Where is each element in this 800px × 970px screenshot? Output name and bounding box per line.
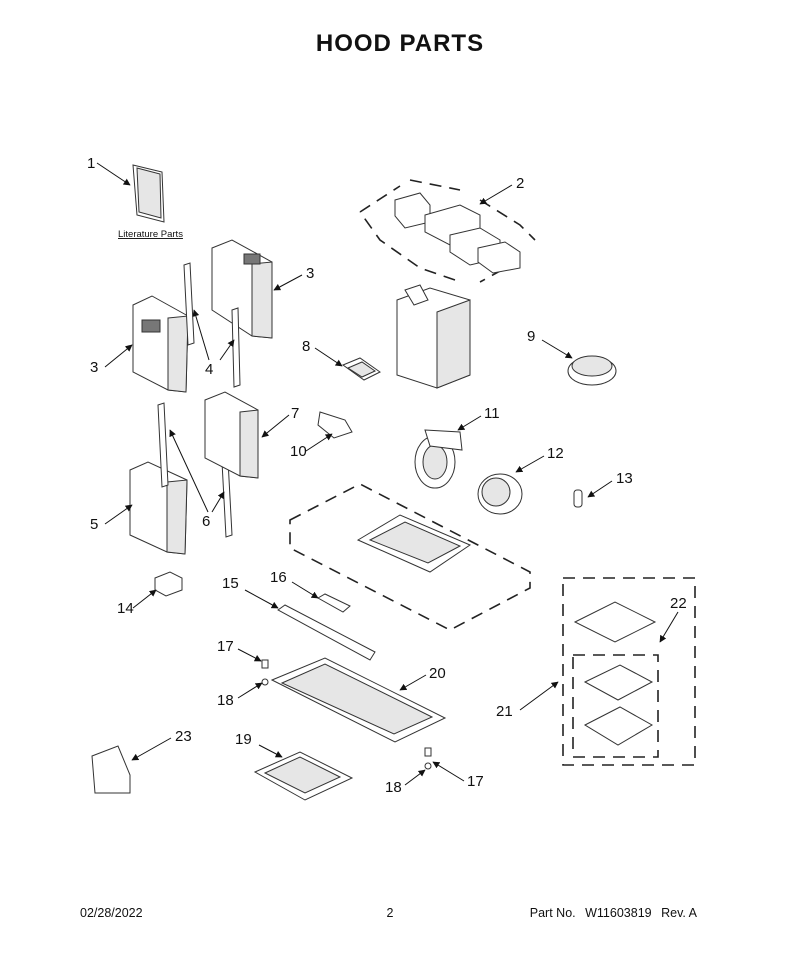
- front-rail: [277, 604, 376, 661]
- lower-brackets: [157, 402, 233, 538]
- callout-3b: 3: [90, 359, 98, 376]
- revision: Rev. A: [661, 906, 697, 920]
- callout-2: 2: [516, 175, 524, 192]
- callout-17b: 17: [467, 773, 484, 790]
- callout-1: 1: [87, 155, 95, 172]
- control-board: [341, 357, 381, 381]
- callout-19: 19: [235, 731, 252, 748]
- duct-adapters: [359, 179, 536, 283]
- callout-14: 14: [117, 600, 134, 617]
- page-title: HOOD PARTS: [315, 30, 485, 57]
- footer-part-info: Part No. W11603819 Rev. A: [524, 906, 697, 920]
- callout-9: 9: [527, 328, 535, 345]
- mid-duct-cover: [204, 391, 259, 479]
- upper-brackets: [183, 262, 241, 388]
- callout-6: 6: [202, 513, 210, 530]
- callout-22: 22: [670, 595, 687, 612]
- callout-18b: 18: [385, 779, 402, 796]
- callout-20: 20: [429, 665, 446, 682]
- hood-body: [289, 483, 531, 631]
- callout-4: 4: [205, 361, 213, 378]
- callout-7: 7: [291, 405, 299, 422]
- fasteners: [261, 659, 432, 770]
- grease-filter: [253, 751, 354, 801]
- callout-13: 13: [616, 470, 633, 487]
- callout-12: 12: [547, 445, 564, 462]
- callout-labels: 1 2 3 3 4 5 6 7 8 9 10 11 12 13 14 15 16…: [87, 155, 687, 796]
- damper: [567, 355, 617, 386]
- callout-11: 11: [484, 405, 500, 422]
- light-strip: [316, 593, 351, 613]
- leader-lines: [96, 162, 679, 786]
- blower-housing: [396, 284, 471, 389]
- literature-parts: Literature Parts: [118, 164, 183, 240]
- callout-3a: 3: [306, 265, 314, 282]
- light-lens: [317, 411, 353, 439]
- callout-15: 15: [222, 575, 239, 592]
- blower-motor: [414, 429, 463, 489]
- footer-page: 2: [386, 906, 394, 920]
- part-label: Part No.: [529, 906, 576, 920]
- callout-17a: 17: [217, 638, 234, 655]
- footer-date: 02/28/2022: [80, 906, 143, 920]
- blower-wheel: [477, 473, 523, 515]
- callout-18a: 18: [217, 692, 234, 709]
- callout-8: 8: [302, 338, 310, 355]
- lower-duct-cover: [129, 461, 188, 555]
- callout-21: 21: [496, 703, 513, 720]
- literature-label: Literature Parts: [118, 229, 183, 240]
- callout-23: 23: [175, 728, 192, 745]
- install-kit: [91, 745, 131, 794]
- light-switch: [154, 571, 183, 597]
- capacitor: [573, 489, 583, 508]
- callout-16: 16: [270, 569, 287, 586]
- part-number: W11603819: [585, 906, 652, 920]
- recirculation-kit: [562, 577, 696, 766]
- filter-panel: [270, 657, 447, 743]
- callout-5: 5: [90, 516, 98, 533]
- upper-duct-covers: [132, 239, 273, 393]
- callout-10: 10: [290, 443, 307, 460]
